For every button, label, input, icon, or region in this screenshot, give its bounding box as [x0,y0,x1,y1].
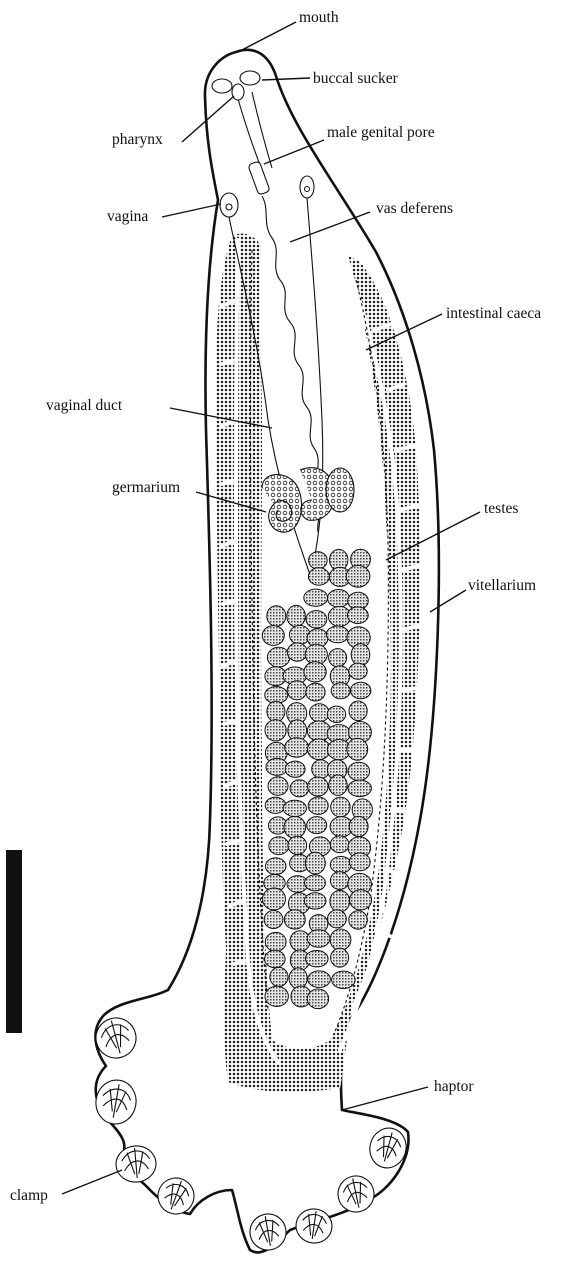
testis [265,950,286,967]
testis [330,857,351,873]
testis [348,762,370,780]
testis [305,875,326,891]
testis [306,951,329,967]
testis [347,607,368,624]
testis [328,590,350,608]
testis [349,663,367,679]
testis [330,836,349,853]
testis [265,986,288,1006]
testis [267,606,286,627]
testis [284,910,305,929]
testis [270,967,288,986]
testis [306,611,327,628]
testis [346,565,370,587]
testis [328,910,347,928]
testis [265,932,286,951]
testis [287,643,307,661]
testis [329,649,347,667]
testis [287,605,305,627]
testis [351,682,371,699]
testis [308,568,329,585]
label-vaginal-duct: vaginal duct [46,397,123,414]
testis [351,644,370,666]
scale-bar [6,850,22,1033]
testis [307,989,328,1009]
testis [308,797,328,814]
testis [332,971,356,988]
testis [267,647,289,667]
testis [269,837,289,855]
testis [266,758,288,775]
testis [347,738,368,760]
testis [327,706,345,722]
buccal-sucker-right [240,71,260,85]
testis [331,797,350,817]
testis [305,852,325,874]
testis [331,683,350,699]
label-pharynx: pharynx [112,131,163,148]
label-buccal-sucker: buccal sucker [313,70,399,87]
testis [284,816,306,838]
testis [329,775,347,795]
label-haptor: haptor [434,1078,474,1095]
testis [268,777,288,796]
testis [289,625,310,644]
testis [264,911,283,929]
testis [308,971,331,988]
testis [330,929,351,950]
testis [289,968,307,989]
label-male-genital-pore: male genital pore [327,124,435,141]
testis [326,626,348,643]
testis [290,931,310,951]
label-intestinal-caeca: intestinal caeca [446,305,541,322]
testis [350,890,372,910]
buccal-sucker-left [212,79,232,93]
testis [349,911,368,929]
testis [304,893,326,909]
label-mouth: mouth [299,9,339,26]
testis [263,888,286,910]
testis [262,626,284,646]
testis [348,780,371,797]
testis [309,552,328,569]
testis [287,681,307,700]
testis [267,701,285,722]
label-germarium: germarium [112,479,180,496]
testis [304,662,326,682]
germarium-lobe [326,468,354,512]
testis [265,797,285,813]
label-testes: testes [484,500,518,517]
testis [307,930,330,948]
testis [290,780,309,797]
testis [308,739,331,760]
label-vas-deferens: vas deferens [376,200,453,217]
testis [304,589,328,606]
label-vitellarium: vitellarium [468,577,536,594]
label-clamp: clamp [10,1187,48,1204]
testis [349,816,368,836]
testis [283,800,306,816]
testis [285,738,309,757]
testis [306,683,325,701]
testis [310,704,330,722]
pharynx [232,84,244,100]
testis [285,761,305,777]
testis [330,890,350,912]
label-vagina: vagina [107,208,148,225]
testis [307,817,327,834]
testis [308,777,328,796]
testis [349,853,370,871]
testis [331,948,349,967]
testis [330,872,349,890]
testis [265,858,286,875]
testis [265,720,286,741]
testis [288,836,307,854]
testis [349,701,367,721]
